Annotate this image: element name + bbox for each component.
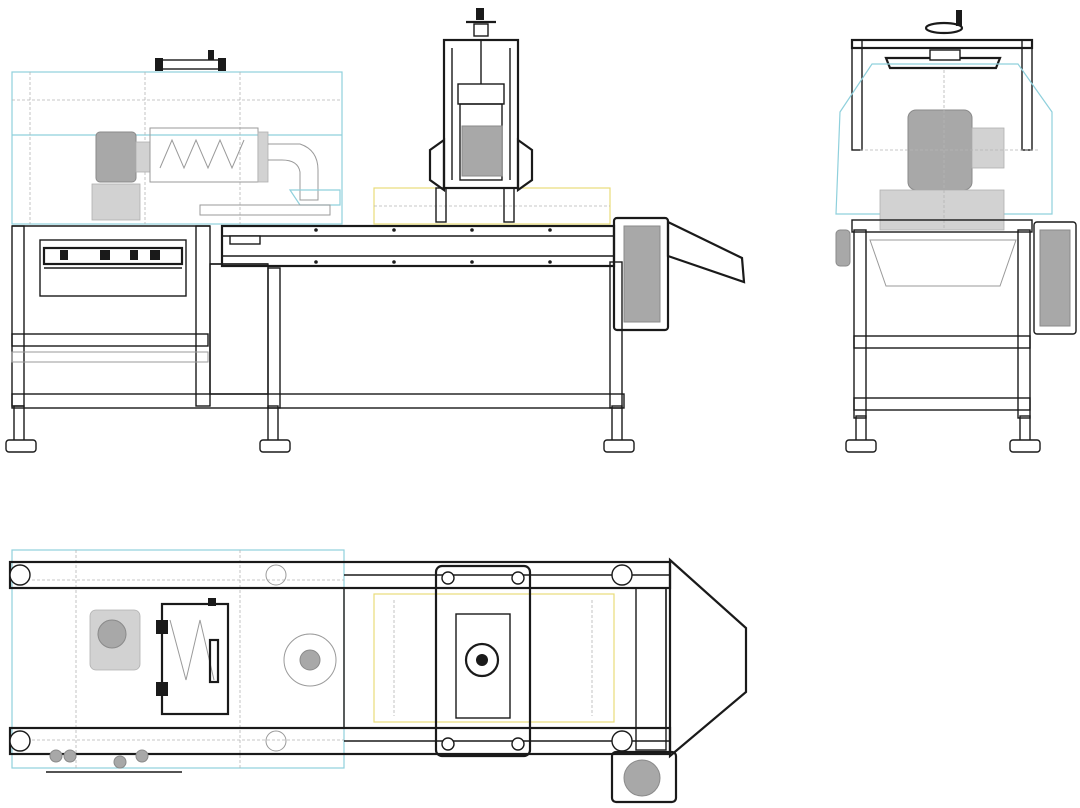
top-conveyor-belt — [343, 587, 667, 751]
side-press-base-overlay — [373, 187, 611, 225]
side-electrical-box — [612, 216, 670, 332]
side-conveyor-beam — [209, 224, 616, 395]
mixer-auger — [149, 127, 269, 183]
top-hopper-overlay — [11, 549, 345, 769]
hopper-lid-handle — [155, 50, 226, 71]
top-discharge-chute — [668, 557, 748, 759]
end-handwheel — [924, 10, 964, 35]
top-electrical-box — [610, 750, 678, 804]
top-view — [8, 549, 748, 804]
side-frame — [11, 225, 625, 409]
top-control-box — [156, 598, 230, 716]
side-hopper-overlay — [11, 71, 343, 225]
top-press-bridge — [434, 564, 532, 758]
end-feet — [845, 415, 1041, 453]
side-view — [5, 8, 746, 453]
end-view — [835, 10, 1077, 453]
side-control-panel — [39, 239, 187, 297]
top-feet-detail — [46, 749, 182, 773]
side-discharge-chute — [666, 220, 746, 284]
side-feet — [5, 405, 635, 453]
end-frame — [835, 219, 1077, 419]
discharge-elbow — [199, 143, 341, 216]
side-press-tower — [428, 38, 534, 223]
end-hopper-overlay — [835, 63, 1053, 231]
mixer-motor — [91, 131, 151, 221]
press-handwheel — [466, 8, 496, 37]
